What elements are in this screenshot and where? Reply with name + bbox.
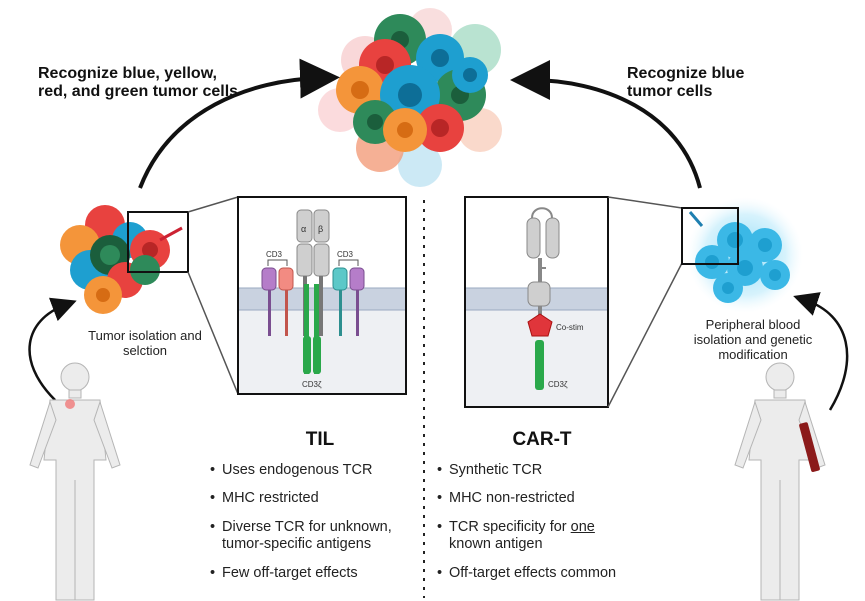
til-cd3-right-label: CD3: [337, 250, 354, 259]
til-feature-list: Uses endogenous TCR MHC restricted Diver…: [210, 462, 420, 593]
til-cd3z-label: CD3ζ: [302, 380, 322, 389]
blood-draw-tube: [799, 422, 820, 472]
til-tumor-site: [65, 399, 75, 409]
til-title: TIL: [305, 429, 335, 450]
til-zoom-box: [127, 211, 189, 273]
til-isolation-caption: Tumor isolation and selction: [88, 328, 202, 358]
cart-zoom-box: [681, 207, 739, 265]
til-tumor-cluster: [60, 205, 183, 314]
cart-patient-figure: [734, 362, 826, 601]
cart-inset: Co-stim CD3ζ: [464, 196, 609, 408]
right-arc-arrow: [510, 60, 702, 189]
cart-isolation-arrow: [793, 292, 849, 411]
cart-cell-cluster: [687, 197, 803, 313]
til-isolation-arrow: [28, 297, 77, 401]
cart-feature-item: Synthetic TCR: [437, 462, 647, 480]
cart-isolation-caption: Peripheral blood isolation and genetic m…: [693, 317, 813, 362]
til-inset: α β CD3 CD3 CD3ζ: [237, 196, 407, 395]
cart-cd3z-label: CD3ζ: [548, 380, 568, 389]
til-cd3-left-label: CD3: [266, 250, 283, 259]
til-feature-item: Diverse TCR for unknown,tumor-specific a…: [210, 519, 420, 554]
cart-feature-list: Synthetic TCR MHC non-restricted TCR spe…: [437, 462, 647, 593]
til-feature-item: Uses endogenous TCR: [210, 462, 420, 480]
cart-feature-item: MHC non-restricted: [437, 490, 647, 508]
cart-feature-item: Off-target effects common: [437, 565, 647, 583]
til-feature-item: MHC restricted: [210, 490, 420, 508]
left-arc-arrow: [138, 58, 340, 189]
cart-recognition-heading: Recognize blue tumor cells: [627, 65, 745, 101]
til-patient-figure: [29, 362, 121, 601]
til-alpha-label: α: [301, 224, 306, 234]
cart-title: CAR-T: [512, 429, 572, 450]
cart-costim-label: Co-stim: [556, 323, 584, 332]
til-recognition-heading: Recognize blue, yellow, red, and green t…: [38, 65, 239, 101]
til-feature-item: Few off-target effects: [210, 565, 420, 583]
til-beta-label: β: [318, 224, 323, 234]
central-tumor-mass: [318, 8, 502, 187]
